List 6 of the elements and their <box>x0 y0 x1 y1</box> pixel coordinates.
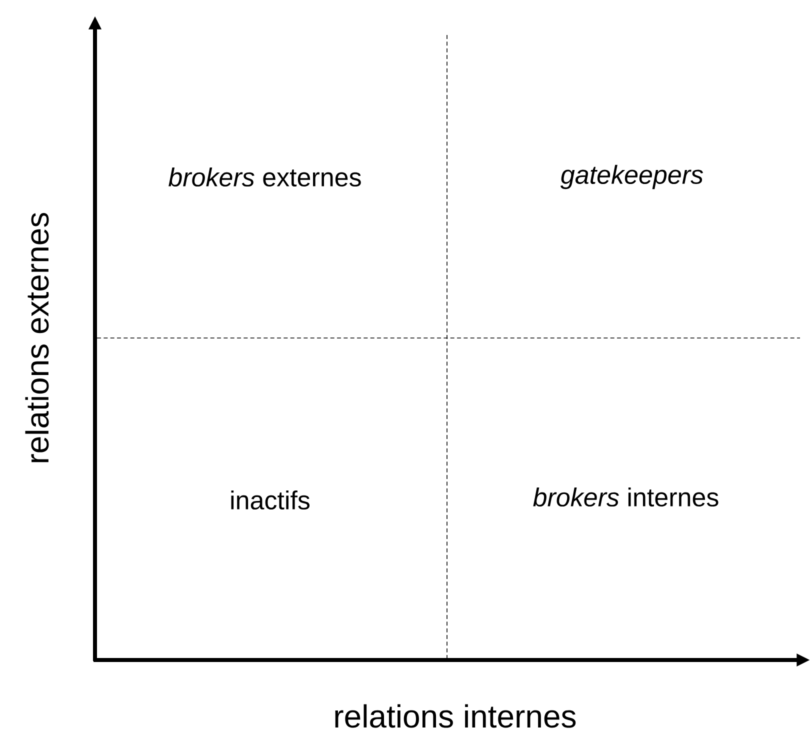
quadrant-label: brokers externes <box>168 167 361 187</box>
quadrant-label: inactifs <box>231 490 310 510</box>
quadrant-label: brokers internes <box>533 487 718 507</box>
axis-label: relations externes <box>25 212 49 462</box>
quadrant-label: gatekeepers <box>560 164 703 190</box>
axis-label: relations internes <box>335 704 576 728</box>
